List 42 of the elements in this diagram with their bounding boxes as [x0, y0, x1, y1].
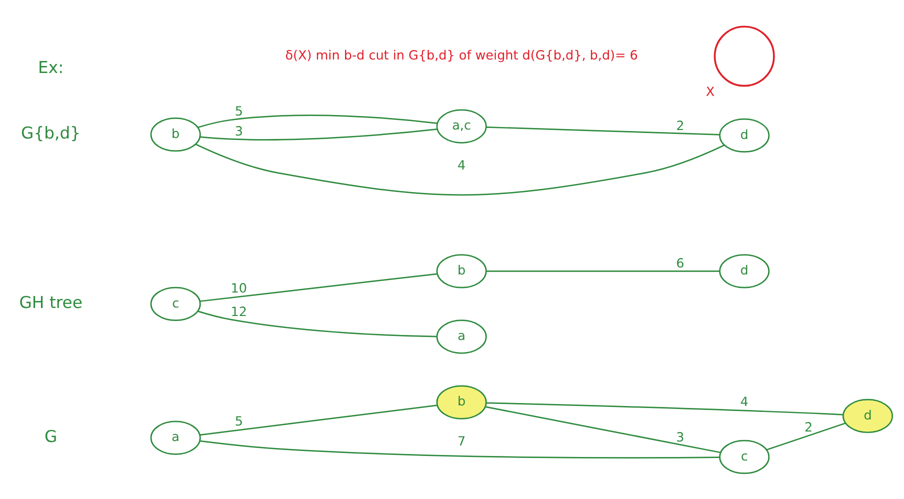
edge-label: 5 [234, 414, 243, 429]
node-ellipse: a [436, 319, 487, 354]
connector [486, 270, 720, 272]
edge-label: 5 [234, 104, 243, 120]
node-ellipse: c [150, 286, 201, 321]
connector [200, 128, 438, 140]
edge-label: 4 [740, 394, 748, 410]
node-ellipse: a,c [436, 108, 487, 143]
label: G [44, 426, 58, 446]
node-ellipse: b [436, 384, 487, 419]
node-ellipse: c [719, 439, 770, 474]
connector [485, 406, 721, 453]
connector [198, 310, 437, 337]
label: δ(X) min b-d cut in G{b,d} of weight d(G{b,d}, b,d)= 6 [285, 48, 638, 64]
connector [766, 422, 846, 450]
connector [486, 402, 844, 415]
edge-label: 12 [230, 304, 248, 320]
edge-label: 7 [458, 434, 466, 449]
node-label: X [706, 84, 715, 100]
connector [200, 272, 438, 302]
edge-label: 10 [230, 280, 248, 296]
edge-label: 4 [458, 158, 466, 173]
connector [200, 440, 720, 458]
label: G{b,d} [21, 123, 81, 142]
node-ellipse: d [719, 254, 770, 288]
node-ellipse: d [719, 118, 770, 152]
edge-label: 3 [676, 430, 684, 446]
edge-label: 2 [676, 118, 684, 134]
connector [198, 114, 438, 128]
node-circle [714, 25, 775, 86]
node-ellipse: b [150, 116, 201, 152]
edge-label: 3 [234, 124, 243, 140]
connector [195, 143, 724, 196]
connector [200, 404, 438, 436]
node-ellipse: d [842, 398, 894, 433]
connector [486, 126, 720, 135]
label: Ex: [38, 58, 64, 76]
node-ellipse: a [150, 420, 201, 454]
label: GH tree [19, 292, 82, 312]
node-ellipse: b [436, 254, 487, 288]
edge-label: 2 [804, 420, 813, 436]
edge-label: 6 [676, 256, 684, 272]
